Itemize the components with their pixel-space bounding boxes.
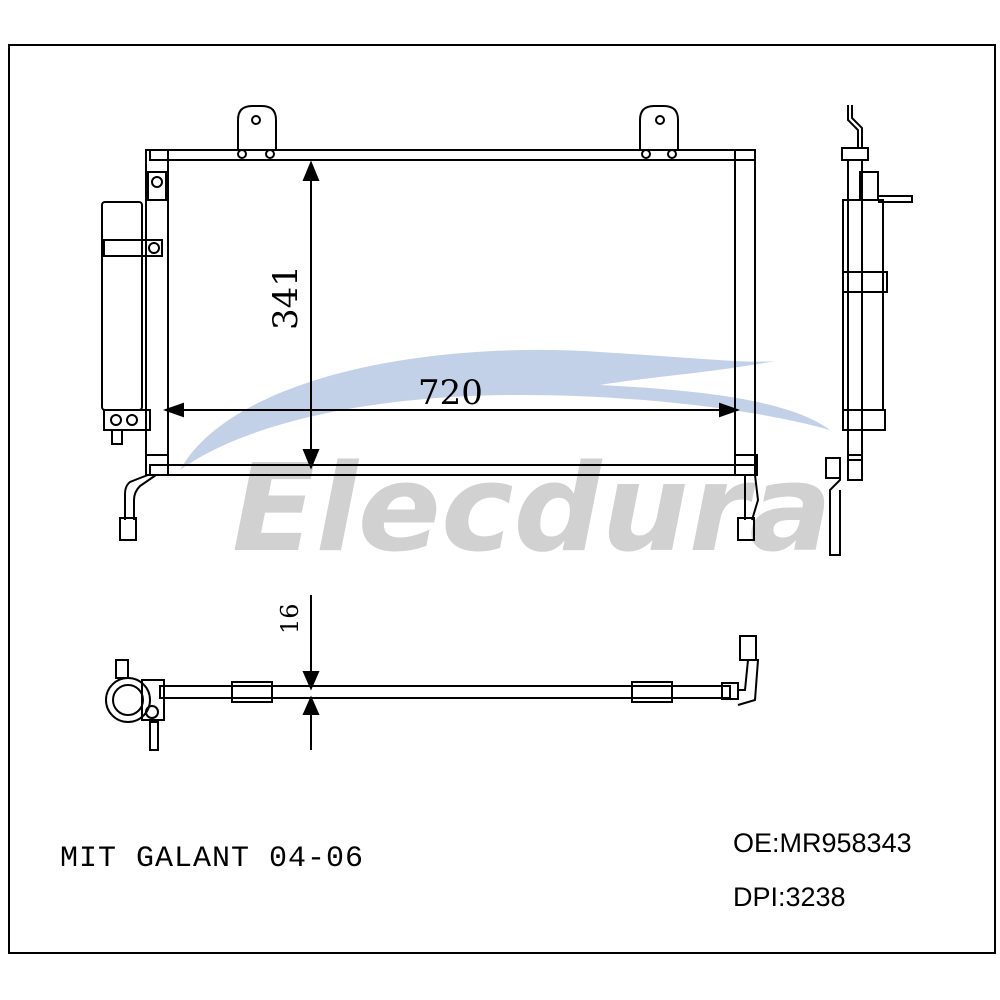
bracket-hole [655, 115, 665, 125]
arrow-right [719, 402, 741, 418]
top-view-bracket-left [231, 681, 273, 703]
mount-block [147, 171, 167, 201]
arrow-left [162, 402, 184, 418]
top-view-outlet [737, 659, 760, 706]
side-bracket [878, 195, 913, 203]
core [167, 159, 736, 466]
width-dimension-label: 720 [418, 373, 483, 413]
right-tank [734, 149, 756, 476]
top-view-bolt [145, 705, 159, 719]
dpi-number: DPI:3238 [733, 882, 846, 912]
dimension-lines [162, 160, 741, 750]
side-outlet-fitting [825, 457, 841, 479]
arrow-up [302, 160, 320, 181]
bracket-bolt [667, 149, 677, 159]
arrow-thickness-top [302, 671, 320, 691]
top-bracket-right [639, 105, 679, 150]
side-drier-base [842, 409, 886, 431]
mount-bolt [151, 176, 163, 188]
drier-clamp-bolt [148, 242, 160, 254]
side-inlet-pipe [847, 105, 859, 148]
side-block [859, 171, 879, 201]
receiver-drier [101, 201, 143, 411]
right-tank-cap [734, 454, 758, 476]
bracket-bolt [641, 149, 651, 159]
drawing-frame [8, 44, 996, 954]
side-tank [847, 159, 863, 461]
top-bracket-left [237, 105, 277, 150]
drier-clamp [103, 239, 163, 257]
top-view-outlet-fitting [739, 635, 757, 661]
side-view [825, 105, 913, 556]
watermark-swoosh [180, 349, 830, 470]
top-view [105, 635, 760, 751]
outlet-pipe-left [124, 474, 149, 520]
side-inlet-pipe-inner [851, 105, 863, 148]
drier-plug [111, 429, 123, 445]
thickness-dimension-label: 16 [276, 603, 304, 634]
inlet-fitting-right [737, 517, 755, 541]
side-drier-clamp [842, 271, 888, 293]
bracket-hole [251, 115, 261, 125]
watermark-text: Elecdura [232, 440, 832, 579]
side-top-cap [841, 147, 869, 161]
top-view-pin [149, 721, 159, 751]
left-tank-cap [145, 454, 169, 476]
oe-number: OE:MR958343 [733, 828, 912, 858]
inlet-pipe-right [744, 474, 760, 521]
front-view [101, 105, 760, 541]
height-dimension-label: 341 [266, 265, 306, 330]
bracket-bolt [237, 149, 247, 159]
outlet-fitting-left [119, 517, 137, 541]
arrow-down [302, 449, 320, 470]
top-view-fitting [115, 659, 129, 679]
model-label: MIT GALANT 04-06 [60, 842, 365, 876]
arrow-thickness-bottom [302, 695, 320, 715]
drier-bolt [126, 414, 138, 426]
top-view-drier-inner [112, 684, 144, 716]
drier-bolt [110, 414, 122, 426]
outlet-pipe-left-inner [133, 474, 157, 520]
drier-base [103, 409, 151, 431]
top-view-core [159, 685, 731, 699]
watermark-logo: Elecdura [180, 349, 832, 579]
top-view-bracket-right [631, 681, 673, 703]
side-bottom-cap [847, 454, 863, 481]
bracket-bolt [265, 149, 275, 159]
top-view-left-tank [141, 679, 165, 721]
